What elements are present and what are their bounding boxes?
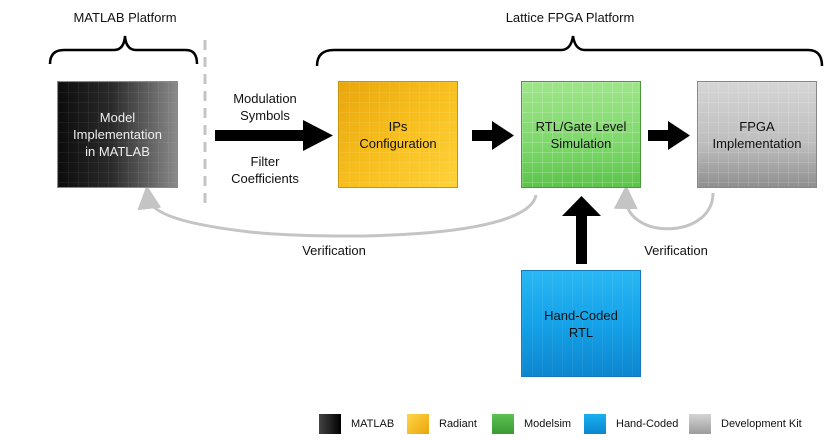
hand-coded-to-rtl-arrow [562,196,601,264]
input-arrow [215,120,333,151]
verification-right-label: Verification [644,243,708,258]
box-line: Model [99,110,136,125]
lattice-platform-label: Lattice FPGA Platform [505,10,635,25]
label-line: Modulation [233,91,297,106]
box-line: Configuration [359,135,437,151]
box-line: Hand-Coded [544,307,618,323]
rtl-to-fpga-arrow [648,121,690,150]
legend-item-development-kit: Development Kit [689,414,802,434]
lattice-brace [315,35,824,67]
filter-coefficients-label: Filter Coefficients [215,153,315,187]
matlab-platform-label: MATLAB Platform [73,10,177,25]
verification-right-arrow [613,185,715,231]
matlab-brace [48,35,199,65]
box-line: Implementation [73,127,162,142]
model-implementation-matlab-box: Model Implementation in MATLAB [57,81,178,188]
legend-label: Development Kit [721,418,802,430]
hand-coded-rtl-box: Hand-Coded RTL [521,270,641,377]
verification-left-arrow [137,185,538,238]
legend-label: Hand-Coded [616,418,679,430]
box-line: Simulation [550,135,612,151]
label-line: Symbols [240,108,290,123]
legend-label: MATLAB [351,418,395,430]
legend-item-modelsim: Modelsim [492,414,571,434]
fpga-implementation-box: FPGA Implementation [697,81,817,188]
box-line: RTL [568,324,594,340]
legend-label: Modelsim [524,418,572,430]
legend-label: Radiant [439,418,477,430]
verification-left-label: Verification [302,243,366,258]
box-line: Implementation [712,135,802,151]
legend-item-hand-coded: Hand-Coded [584,414,678,434]
matlab-swatch [319,414,341,434]
box-line: in MATLAB [85,144,150,159]
rtl-gate-level-simulation-box: RTL/Gate Level Simulation [521,81,641,188]
box-line: FPGA [739,118,775,134]
box-line: IPs [388,118,408,134]
modelsim-swatch [492,414,514,434]
development-kit-swatch [689,414,711,434]
legend-item-radiant: Radiant [407,414,477,434]
legend-item-matlab: MATLAB [319,414,394,434]
box-line: RTL/Gate Level [535,118,627,134]
ips-configuration-box: IPs Configuration [338,81,458,188]
modulation-symbols-label: Modulation Symbols [215,90,315,124]
hand-coded-swatch [584,414,606,434]
radiant-swatch [407,414,429,434]
label-line: Filter [250,154,280,169]
label-line: Coefficients [231,171,299,186]
ips-to-rtl-arrow [472,121,514,150]
